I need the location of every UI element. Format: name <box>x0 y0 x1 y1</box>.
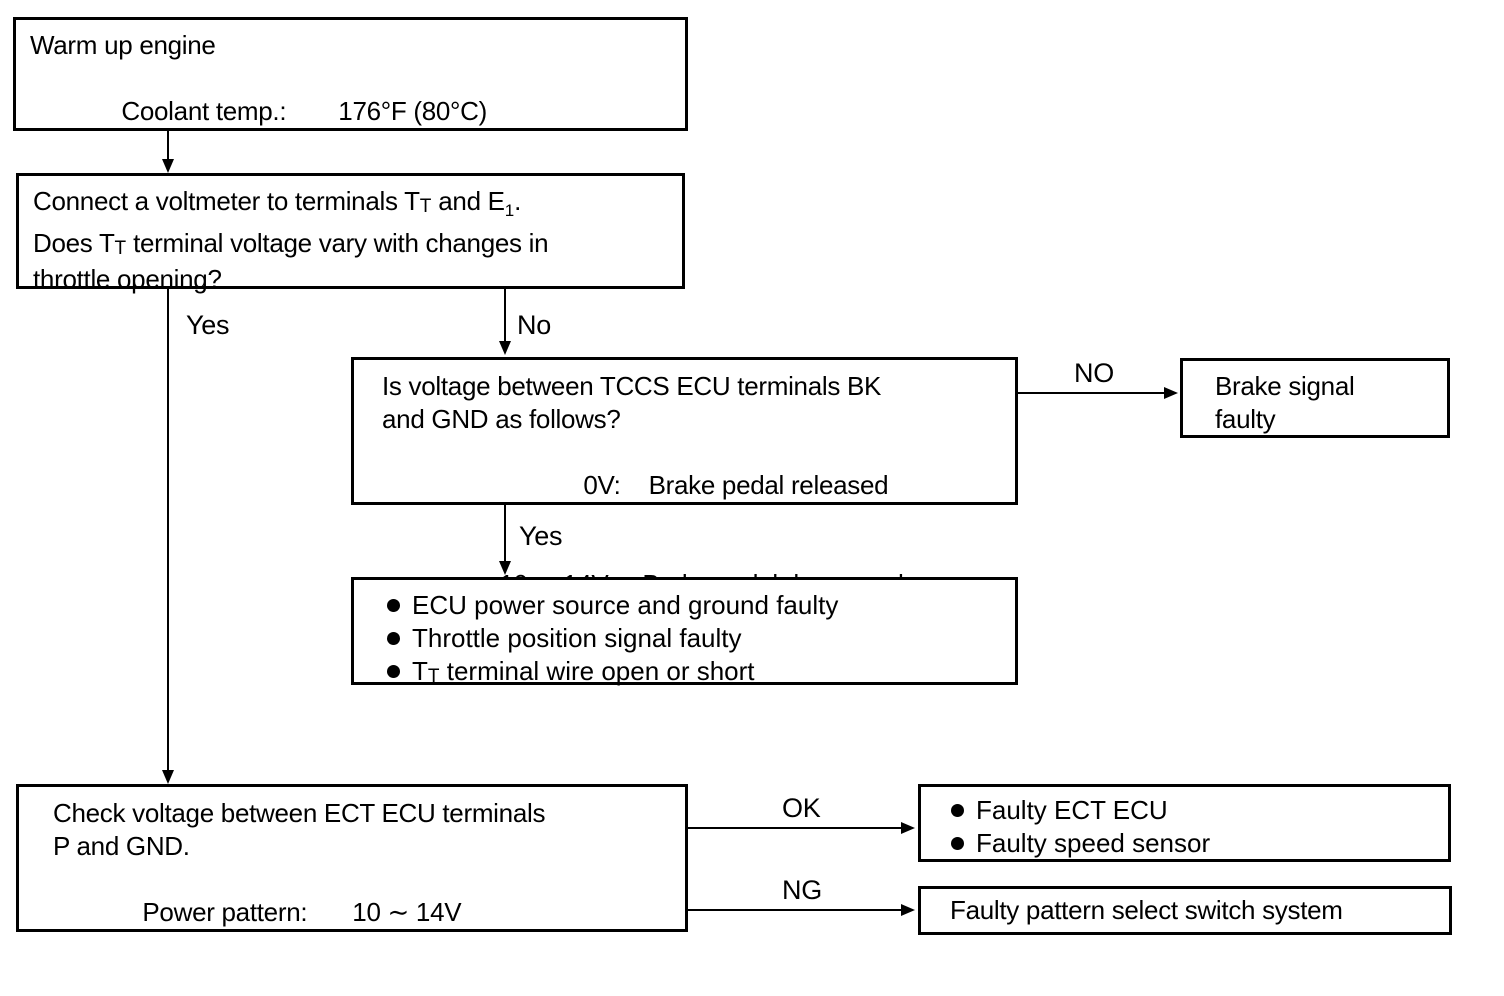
fault-item-2-text: Throttle position signal faulty <box>412 623 742 653</box>
bullet-icon <box>951 837 964 850</box>
edge-label-yes-left: Yes <box>186 310 230 340</box>
box-connect-voltmeter: Connect a voltmeter to terminals TT and … <box>16 173 685 294</box>
voltmeter-line-1-sub2: 1 <box>504 201 515 221</box>
arrowhead-no-branch <box>499 341 511 355</box>
check-voltage-line-1: Check voltage between ECT ECU terminals <box>53 798 546 828</box>
box-faulty-ect-ecu: Faulty ECT ECU Faulty speed sensor <box>918 784 1451 862</box>
faulty-ect-item-2-text: Faulty speed sensor <box>976 828 1211 858</box>
voltmeter-line-3: throttle opening? <box>33 264 222 295</box>
box-tccs-voltage: Is voltage between TCCS ECU terminals BK… <box>351 357 1018 599</box>
connector-ok-to-faulty-ect <box>688 827 903 829</box>
connector-yes-branch <box>167 289 169 780</box>
arrowhead-ok-to-faulty-ect <box>901 822 915 834</box>
box-brake-signal-faulty-content: Brake signal faulty <box>1183 361 1447 444</box>
connector-ng-to-faulty-pattern <box>688 909 903 911</box>
arrowhead-yes-to-faults <box>499 561 511 575</box>
tccs-row-1-label: 0V: <box>583 470 621 500</box>
voltmeter-line-1-sub: T <box>419 196 432 217</box>
box-faulty-pattern-switch: Faulty pattern select switch system <box>918 886 1452 935</box>
box-brake-signal-faulty: Brake signal faulty <box>1180 358 1450 438</box>
warm-up-line-1: Warm up engine <box>30 30 216 60</box>
connector-no-to-brake-signal <box>1018 392 1166 394</box>
voltmeter-line-1-c: . <box>514 186 522 216</box>
bullet-icon <box>387 599 400 612</box>
tccs-row-1-value: Brake pedal released <box>648 470 889 500</box>
power-pattern-value: 10 ∼ 14V <box>352 897 462 927</box>
brake-signal-line-1: Brake signal <box>1215 371 1355 401</box>
fault-item-1-text: ECU power source and ground faulty <box>412 590 839 620</box>
connector-warmup-to-voltmeter <box>167 131 169 162</box>
box-check-voltage-content: Check voltage between ECT ECU terminals … <box>19 787 685 996</box>
fault-item-3-sub: T <box>427 666 440 687</box>
coolant-temp-label: Coolant temp.: <box>121 96 287 126</box>
arrowhead-yes-branch <box>162 770 174 784</box>
brake-signal-line-2: faulty <box>1215 404 1276 434</box>
edge-label-ng: NG <box>782 875 822 905</box>
fault-item-1: ECU power source and ground faulty <box>387 589 1001 622</box>
voltmeter-line-1-a: Connect a voltmeter to terminals T <box>33 186 420 216</box>
check-voltage-line-2: P and GND. <box>53 831 190 861</box>
box-faulty-pattern-switch-content: Faulty pattern select switch system <box>921 889 1449 935</box>
box-faulty-ect-ecu-content: Faulty ECT ECU Faulty speed sensor <box>921 787 1448 868</box>
fault-item-3: TT terminal wire open or short <box>387 655 1001 691</box>
edge-label-ok: OK <box>782 793 821 823</box>
box-warm-up-engine: Warm up engine Coolant temp.: 176°F (80°C… <box>13 17 688 225</box>
voltmeter-line-1: Connect a voltmeter to terminals TT and … <box>33 185 668 227</box>
faulty-ect-item-1-text: Faulty ECT ECU <box>976 795 1168 825</box>
faulty-ect-item-1: Faulty ECT ECU <box>951 794 1434 827</box>
voltmeter-line-2-a: Does T <box>33 228 115 259</box>
voltmeter-line-1-b: and E <box>431 186 505 216</box>
box-connect-voltmeter-content: Connect a voltmeter to terminals TT and … <box>19 176 682 304</box>
faulty-pattern-line-1: Faulty pattern select switch system <box>950 895 1343 925</box>
check-voltage-row-1: Power pattern: 10 ∼ 14V <box>53 863 671 962</box>
warm-up-line-2: Coolant temp.: 176°F (80°C) <box>30 62 671 161</box>
connector-yes-to-faults <box>504 505 506 561</box>
arrowhead-warmup-to-voltmeter <box>162 159 174 173</box>
coolant-temp-value: 176°F (80°C) <box>338 96 487 126</box>
voltmeter-line-2-b: terminal voltage vary with changes in <box>126 228 549 259</box>
tccs-line-2: and GND as follows? <box>382 404 621 434</box>
faulty-ect-item-2: Faulty speed sensor <box>951 827 1434 860</box>
connector-no-branch <box>504 289 506 341</box>
box-tccs-faults: ECU power source and ground faulty Throt… <box>351 577 1018 687</box>
edge-label-yes-down: Yes <box>519 521 563 551</box>
box-tccs-faults-content: ECU power source and ground faulty Throt… <box>354 580 1015 699</box>
bullet-icon <box>951 804 964 817</box>
check-voltage-row-2: Normal pattern:1V <box>53 962 671 996</box>
tccs-line-1: Is voltage between TCCS ECU terminals BK <box>382 371 882 401</box>
arrowhead-no-to-brake-signal <box>1164 387 1178 399</box>
voltmeter-line-2: Does TT terminal voltage vary with chang… <box>33 227 668 263</box>
edge-label-no-right: NO <box>1074 358 1114 388</box>
voltmeter-line-2-sub: T <box>114 238 127 260</box>
fault-item-2: Throttle position signal faulty <box>387 622 1001 655</box>
bullet-icon <box>387 665 400 678</box>
edge-label-no-down: No <box>517 310 551 340</box>
bullet-icon <box>387 632 400 645</box>
fault-item-3-a: T <box>412 656 428 686</box>
power-pattern-label: Power pattern: <box>142 897 308 927</box>
fault-item-3-b: terminal wire open or short <box>439 656 755 686</box>
tccs-row-1: 0V: Brake pedal released <box>382 436 1001 535</box>
arrowhead-ng-to-faulty-pattern <box>901 904 915 916</box>
box-check-voltage: Check voltage between ECT ECU terminals … <box>16 784 688 932</box>
